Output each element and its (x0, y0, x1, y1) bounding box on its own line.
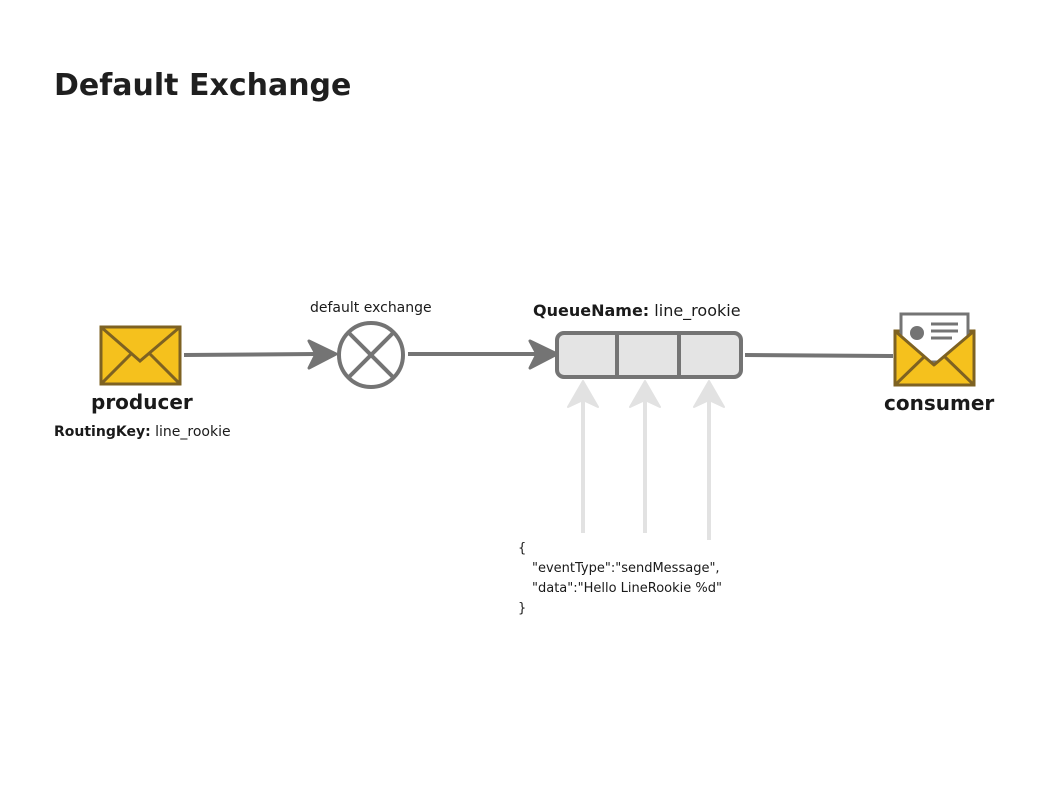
exchange-icon (337, 321, 405, 389)
exchange-to-queue-arrow (408, 339, 559, 370)
queue-name-key: QueueName: (533, 301, 650, 320)
routing-key-label: RoutingKey: (54, 424, 151, 440)
queue-box (555, 331, 743, 379)
payload-event-type: "eventType":"sendMessage", (532, 561, 720, 576)
queue-name-value: line_rookie (654, 301, 741, 320)
message-payload: { "eventType":"sendMessage", "data":"Hel… (518, 539, 722, 619)
payload-close-brace: } (518, 601, 527, 616)
producer-label: producer (91, 390, 193, 414)
open-envelope-icon (893, 312, 976, 387)
consumer-label: consumer (884, 391, 995, 415)
queue-name: QueueName: line_rookie (533, 301, 741, 320)
incoming-arrow (567, 380, 599, 533)
envelope-icon (99, 325, 182, 386)
page-title: Default Exchange (54, 68, 352, 103)
queue-to-consumer-line (744, 353, 894, 358)
payload-data: "data":"Hello LineRookie %d" (532, 581, 722, 596)
routing-key: RoutingKey: line_rookie (54, 424, 231, 440)
incoming-arrow (629, 380, 661, 533)
routing-key-value: line_rookie (155, 424, 231, 440)
exchange-label: default exchange (310, 300, 432, 316)
payload-open-brace: { (518, 541, 527, 556)
incoming-arrow (693, 380, 725, 540)
incoming-message-arrows (567, 380, 725, 540)
producer-to-exchange-arrow (183, 339, 338, 370)
